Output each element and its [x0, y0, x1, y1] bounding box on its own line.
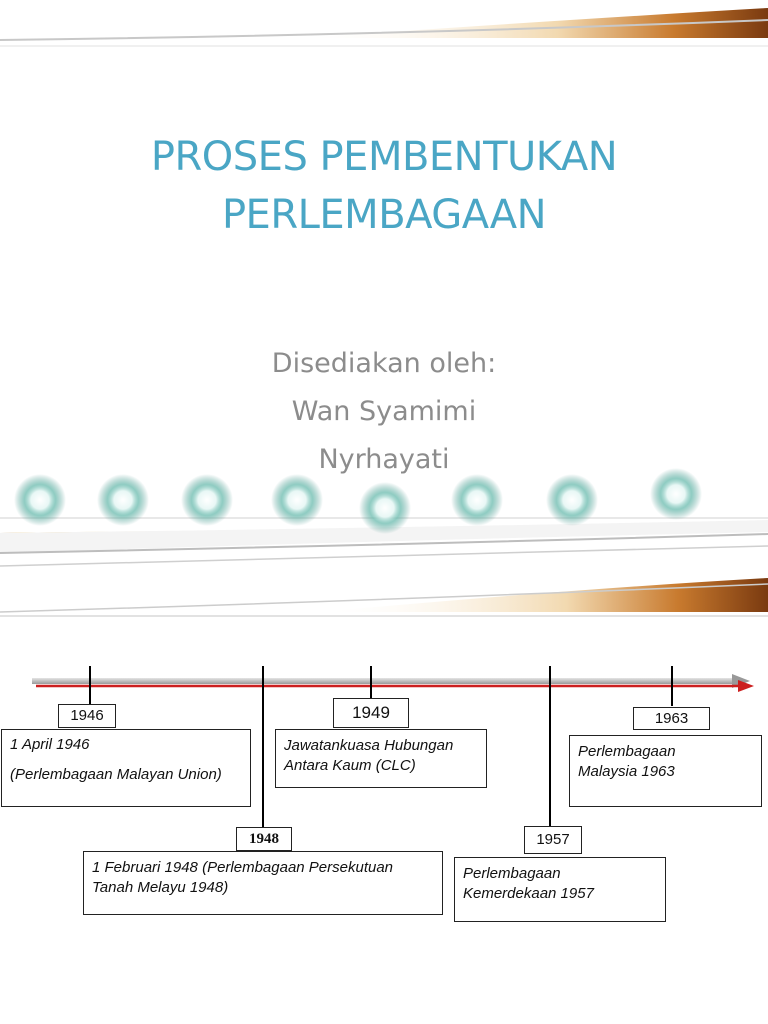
- slide-subtitle: Disediakan oleh: Wan Syamimi Nyrhayati: [0, 340, 768, 484]
- subtitle-line: Disediakan oleh:: [271, 348, 497, 379]
- timeline-shadow-head: [732, 674, 750, 688]
- event-text: Perlembagaan Kemerdekaan 1957: [463, 865, 594, 902]
- timeline-slide: 1946 1 April 1946 (Perlembagaan Malayan …: [0, 618, 768, 1024]
- glow-stars: [14, 468, 702, 534]
- event-box-1957: Perlembagaan Kemerdekaan 1957: [454, 857, 666, 922]
- year-box-1946: 1946: [58, 704, 116, 728]
- event-text: (Perlembagaan Malayan Union): [10, 766, 222, 783]
- event-text: Jawatankuasa Hubungan Antara Kaum (CLC): [284, 737, 454, 774]
- event-box-1963: Perlembagaan Malaysia 1963: [569, 735, 762, 807]
- title-line: PERLEMBAGAAN: [221, 192, 547, 238]
- timeline-arrow-head: [738, 680, 754, 692]
- event-text: Perlembagaan Malaysia 1963: [578, 743, 676, 780]
- event-box-1949: Jawatankuasa Hubungan Antara Kaum (CLC): [275, 729, 487, 788]
- year-box-1949: 1949: [333, 698, 409, 728]
- title-line: PROSES PEMBENTUKAN: [150, 134, 618, 180]
- event-text: 1 April 1946: [10, 736, 90, 753]
- subtitle-line: Wan Syamimi: [291, 396, 477, 427]
- slide-decoration: [0, 8, 768, 617]
- year-box-1948: 1948: [236, 827, 292, 851]
- event-box-1946: 1 April 1946 (Perlembagaan Malayan Union…: [1, 729, 251, 807]
- event-box-1948: 1 Februari 1948 (Perlembagaan Persekutua…: [83, 851, 443, 915]
- timeline-graphic: [32, 666, 754, 830]
- subtitle-line: Nyrhayati: [318, 444, 450, 475]
- timeline-shadow-bar: [32, 678, 732, 684]
- event-text: 1 Februari 1948 (Perlembagaan Persekutua…: [92, 859, 394, 896]
- slide-title: PROSES PEMBENTUKAN PERLEMBAGAAN: [0, 128, 768, 244]
- year-box-1957: 1957: [524, 826, 582, 854]
- title-slide: PROSES PEMBENTUKAN PERLEMBAGAAN Disediak…: [0, 8, 768, 617]
- year-box-1963: 1963: [633, 707, 710, 730]
